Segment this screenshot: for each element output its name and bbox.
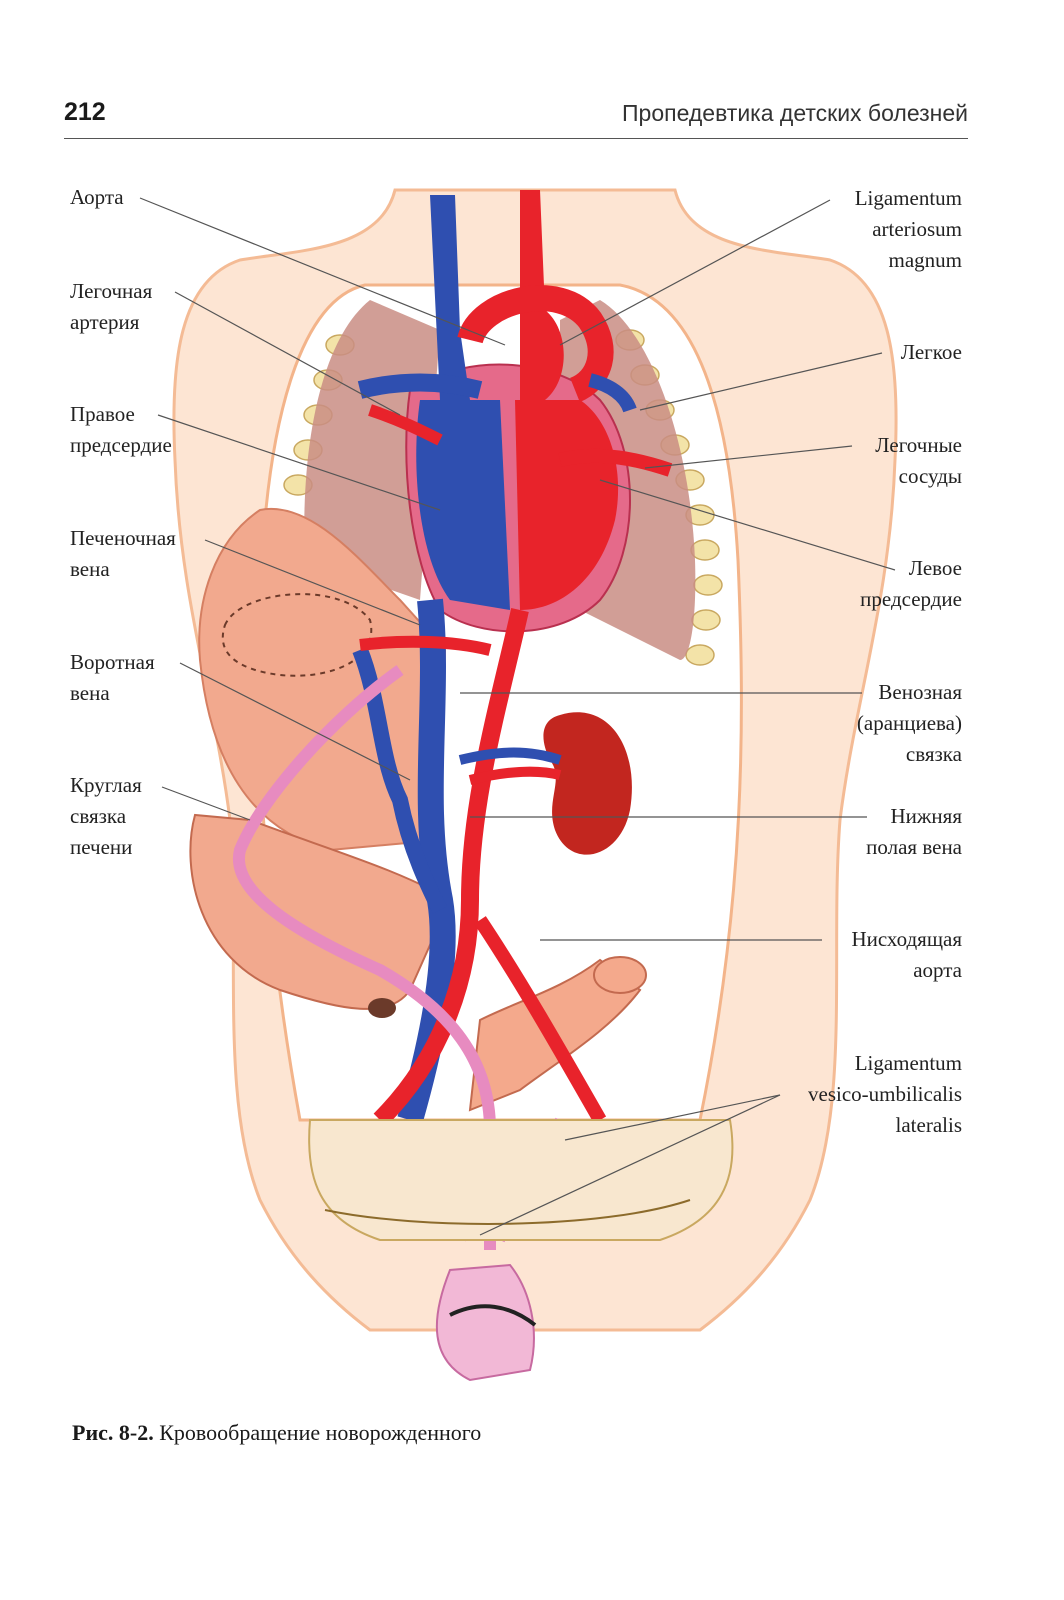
figure-title: Кровообращение новорожденного — [159, 1420, 482, 1445]
svc-vessel — [430, 195, 470, 400]
round-ligament-cord — [232, 665, 496, 1250]
umbilical-stump — [435, 1263, 535, 1382]
descending-aorta-vessel — [373, 608, 529, 1127]
cord-clamp — [449, 1304, 537, 1327]
label-lig-vesico: Ligamentum vesico-umbilicalis lateralis — [808, 1051, 962, 1137]
figure-number: Рис. 8-2. — [72, 1420, 154, 1445]
label-lig-arteriosum: Ligamentum arteriosum magnum — [854, 186, 962, 272]
heart-right-side — [416, 400, 510, 610]
label-aorta: Аорта — [70, 185, 124, 209]
figure-caption: Рис. 8-2. Кровообращение новорожденного — [72, 1420, 481, 1446]
kidney — [543, 712, 632, 855]
aortic-arch — [457, 285, 614, 403]
page-number: 212 — [64, 98, 106, 126]
page-header: 212 Пропедевтика детских болезней — [64, 96, 968, 139]
leader-lines — [139, 197, 896, 1236]
intestine — [189, 813, 452, 1010]
label-ivc: Нижняя полая вена — [866, 804, 962, 859]
bowel-end — [593, 956, 647, 994]
label-lung: Легкое — [900, 340, 962, 364]
label-descending-aorta: Нисходящая аорта — [851, 927, 962, 982]
label-pulmonary-vessels: Легочные сосуды — [875, 433, 962, 488]
pelvis-bladder — [308, 1119, 734, 1241]
label-venous-ligament: Венозная (аранциева) связка — [856, 680, 962, 766]
label-left-atrium: Левое предсердие — [860, 556, 962, 611]
label-portal-vein: Воротная вена — [70, 650, 155, 705]
label-round-ligament: Круглая связка печени — [70, 773, 142, 859]
running-title: Пропедевтика детских болезней — [622, 100, 968, 126]
label-right-atrium: Правое предсердие — [70, 402, 172, 457]
pulmonary-artery-vessel — [357, 373, 483, 399]
label-hepatic-vein: Печеночная вена — [70, 526, 176, 581]
label-pulmonary-artery: Легочная артерия — [70, 279, 153, 334]
